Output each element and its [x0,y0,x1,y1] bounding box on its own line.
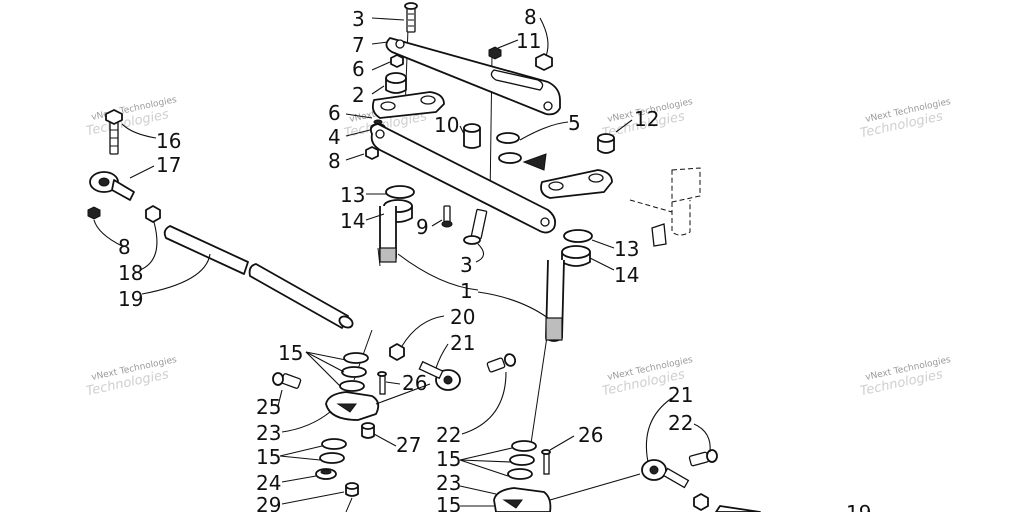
spacer-13-right [563,229,593,243]
callout-15-c: 15 [436,447,461,471]
callout-22-left: 22 [436,423,461,447]
steering-arm-23-right [493,473,641,512]
spacer-10 [463,123,481,149]
rod-end-17 [89,171,135,201]
nut-8-left [365,146,379,160]
bushing-2 [385,72,407,94]
callout-12: 12 [634,107,659,131]
callout-21-left: 21 [450,331,475,355]
spacer-13-left [385,185,415,199]
washers-5 [496,132,522,164]
right-bracket [540,169,613,199]
spacer-6-top [390,54,404,68]
callout-15-d: 15 [436,493,461,512]
spacer-14-right [561,245,591,267]
callout-15-b: 15 [256,445,281,469]
screw-16 [105,109,123,155]
callout-6-top: 6 [352,57,365,81]
callout-16: 16 [156,129,181,153]
callout-25: 25 [256,395,281,419]
callout-29: 29 [256,493,281,512]
callout-15-a: 15 [278,341,303,365]
callout-23-right: 23 [436,471,461,495]
callout-3-top: 3 [352,7,365,31]
nut-right-lower [693,493,709,511]
washers-15-lower [319,438,347,464]
callout-2: 2 [352,83,365,107]
tie-rod-19-right [715,505,761,512]
callout-14-right: 14 [614,263,639,287]
shaft-1-left [379,206,397,263]
callout-7: 7 [352,33,365,57]
callout-6-mid: 6 [328,101,341,125]
pin-26-left [377,371,387,395]
callout-22-right: 22 [668,411,693,435]
watermark-7: vNext Technologies Technologies [859,355,952,399]
nut-24 [315,468,337,480]
callout-13-left: 13 [340,183,365,207]
screw-3-bottom [463,208,488,245]
callout-1: 1 [460,279,473,303]
callout-19: 19 [118,287,143,311]
callout-5: 5 [568,111,581,135]
watermark-5: vNext Technologies Technologies [85,355,178,399]
watermark-4: vNext Technologies Technologies [859,97,952,141]
callout-11: 11 [516,29,541,53]
steering-arm-23-left [325,383,431,421]
screw-3-top [404,2,418,33]
direction-arrow [522,153,547,171]
shaft-1-right [545,259,565,342]
nut-29 [345,482,359,512]
callout-20: 20 [450,305,475,329]
callout-8-left: 8 [328,149,341,173]
callout-18: 18 [118,261,143,285]
nut-18 [145,205,161,223]
washers-15-upper [339,352,369,392]
callout-labels: 3 7 6 2 6 4 8 13 14 9 3 1 8 11 10 5 12 1… [118,5,871,512]
callout-8-top: 8 [524,5,537,29]
screw-22-left [486,353,517,373]
callout-3-bottom: 3 [460,253,473,277]
rod-end-21-left [418,360,461,391]
callout-26-right: 26 [578,423,603,447]
callout-14-left: 14 [340,209,365,233]
bushing-27 [361,422,375,439]
callout-21-right: 21 [668,383,693,407]
callout-27: 27 [396,433,421,457]
leader-lines [93,17,711,507]
screw-9 [441,205,453,228]
nut-20 [389,343,405,361]
nut-8-top [535,53,553,71]
callout-23-left: 23 [256,421,281,445]
screw-22-right [688,449,718,467]
mid-bracket [371,91,445,119]
tie-rod-19 [163,225,354,329]
rod-end-21-right [641,459,690,489]
washers-15-right [507,440,537,480]
callout-26-left: 26 [402,371,427,395]
callout-19-right: 19 [846,501,871,512]
pin-26-right [541,449,551,475]
steering-column-ghost [629,167,701,247]
callout-13-right: 13 [614,237,639,261]
nut-11 [488,46,502,60]
callout-4: 4 [328,125,341,149]
cap-12 [597,133,615,154]
lower-plate [369,123,557,234]
callout-24: 24 [256,471,281,495]
nut-8-rod [87,206,101,220]
callout-9: 9 [416,215,429,239]
screw-25 [272,372,302,389]
callout-10: 10 [434,113,459,137]
callout-8-rod: 8 [118,235,131,259]
upper-plate [385,37,561,116]
callout-17: 17 [156,153,181,177]
